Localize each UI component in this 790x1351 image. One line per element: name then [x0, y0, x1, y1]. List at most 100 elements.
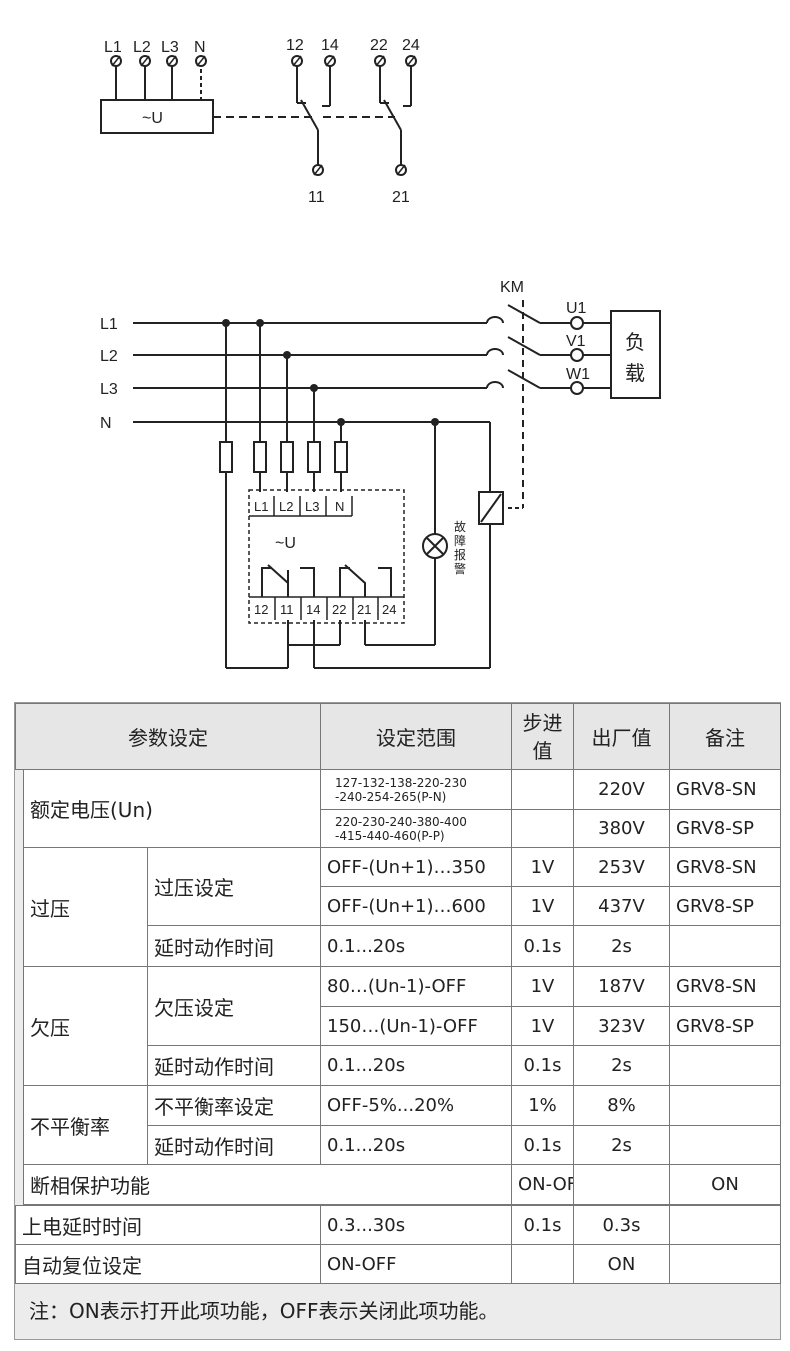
device-output-label: 14 — [306, 602, 320, 617]
remark-cell: GRV8-SP — [669, 1006, 781, 1046]
range-line: 127-132-138-220-230 — [335, 775, 467, 790]
load-label: 负 — [625, 330, 645, 354]
overvoltage-setting-label: 过压设定 — [147, 847, 321, 926]
output-terminal-icon — [570, 348, 584, 362]
remark-cell — [669, 1205, 781, 1245]
range-cell: 80…(Un-1)-OFF — [320, 966, 512, 1007]
output-label: U1 — [566, 300, 587, 317]
range-line: 220-230-240-380-400 — [335, 814, 467, 829]
header-step-line1: 步进 — [522, 710, 563, 735]
device-input-label: L2 — [279, 499, 293, 514]
range-line: -415-440-460(P-P) — [335, 828, 445, 843]
wiring-diagrams: L1 L2 L3 N ~U 12 14 22 24 11 21 — [100, 37, 661, 669]
header-remark: 备注 — [669, 703, 781, 770]
device-output-label: 12 — [254, 602, 268, 617]
undervoltage-label: 欠压 — [23, 966, 148, 1086]
device-input-label: L1 — [254, 499, 268, 514]
range-cell: 220-230-240-380-400 -415-440-460(P-P) — [320, 809, 512, 848]
device-input-label: N — [335, 499, 344, 514]
terminal-label: 12 — [286, 37, 304, 54]
range-cell: 0.3...30s — [320, 1205, 512, 1245]
header-step: 步进 值 — [511, 703, 574, 770]
output-terminal-icon — [570, 381, 584, 395]
range-cell: OFF-5%...20% — [320, 1085, 512, 1126]
range-line: -240-254-265(P-N) — [335, 789, 447, 804]
terminal-label: L1 — [104, 39, 122, 56]
undervoltage-setting-label: 欠压设定 — [147, 966, 321, 1046]
parameter-table: 参数设定 设定范围 步进 值 出厂值 备注 额定电压(Un) 127-132-1… — [15, 703, 781, 1205]
terminal-label: 11 — [308, 189, 325, 206]
remark-cell — [669, 925, 781, 967]
line-label: L3 — [100, 381, 118, 398]
factory-cell: 2s — [573, 925, 670, 967]
step-cell: 1V — [511, 847, 574, 887]
terminal-label: 21 — [392, 189, 410, 206]
factory-cell: 2s — [573, 1125, 670, 1165]
line-label: L1 — [100, 316, 118, 333]
power-on-delay-label: 上电延时时间 — [15, 1205, 321, 1245]
device-output-label: 11 — [280, 602, 294, 617]
factory-cell: 0.3s — [573, 1205, 670, 1245]
step-cell — [511, 769, 574, 810]
step-cell: 1V — [511, 886, 574, 926]
line-label: L2 — [100, 348, 118, 365]
factory-cell: 253V — [573, 847, 670, 887]
remark-cell — [669, 1045, 781, 1086]
factory-cell: 187V — [573, 966, 670, 1007]
range-cell: 150…(Un-1)-OFF — [320, 1006, 512, 1046]
factory-cell: 2s — [573, 1045, 670, 1086]
factory-cell: ON — [573, 1244, 670, 1284]
terminal-label: L3 — [161, 39, 179, 56]
factory-cell: 8% — [573, 1085, 670, 1126]
step-cell — [573, 1164, 670, 1205]
range-cell: ON-OFF — [511, 1164, 574, 1205]
alarm-label: 报 — [454, 547, 466, 562]
remark-cell: GRV8-SP — [669, 809, 781, 848]
remark-cell — [669, 1085, 781, 1126]
step-cell: 0.1s — [511, 925, 574, 967]
alarm-label: 故 — [454, 519, 466, 534]
terminal-label: L2 — [133, 39, 151, 56]
delay-label: 延时动作时间 — [147, 1125, 321, 1165]
table-margin — [15, 769, 24, 1205]
range-cell: ON-OFF — [320, 1244, 512, 1284]
remark-cell: GRV8-SN — [669, 966, 781, 1007]
parameter-table-bottom: 上电延时时间 0.3...30s 0.1s 0.3s 自动复位设定 ON-OFF… — [15, 1205, 781, 1284]
header-param: 参数设定 — [15, 703, 321, 770]
range-cell: 0.1...20s — [320, 925, 512, 967]
line-label: N — [100, 415, 112, 432]
range-cell: 0.1...20s — [320, 1045, 512, 1086]
device-output-label: 22 — [332, 602, 346, 617]
step-cell: 0.1s — [511, 1125, 574, 1165]
remark-cell: GRV8-SP — [669, 886, 781, 926]
factory-cell: ON — [669, 1164, 781, 1205]
step-cell — [511, 809, 574, 848]
device-output-label: 21 — [357, 602, 371, 617]
step-cell: 1V — [511, 966, 574, 1007]
remark-cell: GRV8-SN — [669, 769, 781, 810]
unbalance-label: 不平衡率 — [23, 1085, 148, 1165]
device-output-label: 24 — [382, 602, 396, 617]
factory-cell: 380V — [573, 809, 670, 848]
step-cell — [511, 1244, 574, 1284]
output-terminal-icon — [570, 316, 584, 330]
header-factory: 出厂值 — [573, 703, 670, 770]
remark-cell: GRV8-SN — [669, 847, 781, 887]
phase-loss-label: 断相保护功能 — [23, 1164, 512, 1205]
terminal-label: N — [194, 39, 206, 56]
device-input-label: L3 — [305, 499, 319, 514]
remark-cell — [669, 1125, 781, 1165]
parameter-table-panel: 参数设定 设定范围 步进 值 出厂值 备注 额定电压(Un) 127-132-1… — [14, 702, 781, 1340]
factory-cell: 220V — [573, 769, 670, 810]
table-note: 注：ON表示打开此项功能，OFF表示关闭此项功能。 — [29, 1299, 499, 1323]
delay-label: 延时动作时间 — [147, 925, 321, 967]
alarm-label: 障 — [454, 533, 466, 548]
delay-label: 延时动作时间 — [147, 1045, 321, 1086]
header-step-line2: 值 — [532, 738, 553, 763]
range-cell: OFF-(Un+1)…350 — [320, 847, 512, 887]
step-cell: 1% — [511, 1085, 574, 1126]
alarm-label: 警 — [454, 561, 466, 576]
range-cell: OFF-(Un+1)…600 — [320, 886, 512, 926]
remark-cell — [669, 1244, 781, 1284]
contactor-label: KM — [500, 279, 524, 296]
